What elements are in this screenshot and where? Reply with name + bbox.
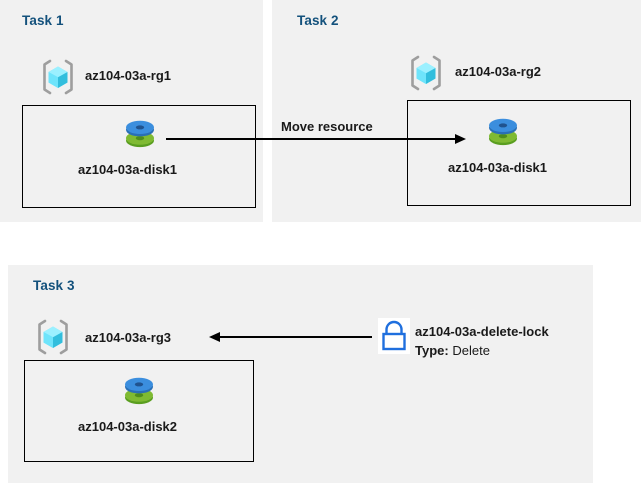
move-resource-arrow-line	[166, 138, 460, 140]
azure-resource-group-icon	[38, 57, 78, 97]
task-2-title: Task 2	[297, 13, 339, 28]
task-2-resource-group-label: az104-03a-rg2	[455, 64, 541, 79]
task-1-resource-group-label: az104-03a-rg1	[85, 68, 171, 83]
azure-resource-group-icon	[33, 317, 73, 357]
task-3-resource-box	[24, 360, 254, 462]
azure-managed-disk-icon	[121, 372, 157, 410]
lock-type-value: Delete	[452, 343, 490, 358]
lock-arrow-line	[220, 336, 372, 338]
task-2-resource-label: az104-03a-disk1	[448, 160, 548, 175]
lock-icon	[378, 318, 410, 354]
lock-name-label: az104-03a-delete-lock	[415, 324, 549, 339]
task-3-title: Task 3	[33, 278, 75, 293]
lock-type-label: Type:	[415, 343, 449, 358]
azure-managed-disk-icon	[485, 113, 521, 151]
task-3-resource-label: az104-03a-disk2	[78, 419, 178, 434]
azure-managed-disk-icon	[122, 115, 158, 153]
move-resource-caption: Move resource	[281, 119, 373, 134]
task-3-resource-group-label: az104-03a-rg3	[85, 330, 171, 345]
azure-resource-group-icon	[406, 53, 446, 93]
lock-arrow-head	[209, 331, 220, 342]
task-1-title: Task 1	[22, 13, 64, 28]
task-2-resource-box	[407, 100, 631, 206]
lock-type-row: Type: Delete	[415, 343, 490, 358]
move-resource-arrow-head	[455, 133, 466, 144]
task-1-resource-label: az104-03a-disk1	[78, 162, 178, 177]
